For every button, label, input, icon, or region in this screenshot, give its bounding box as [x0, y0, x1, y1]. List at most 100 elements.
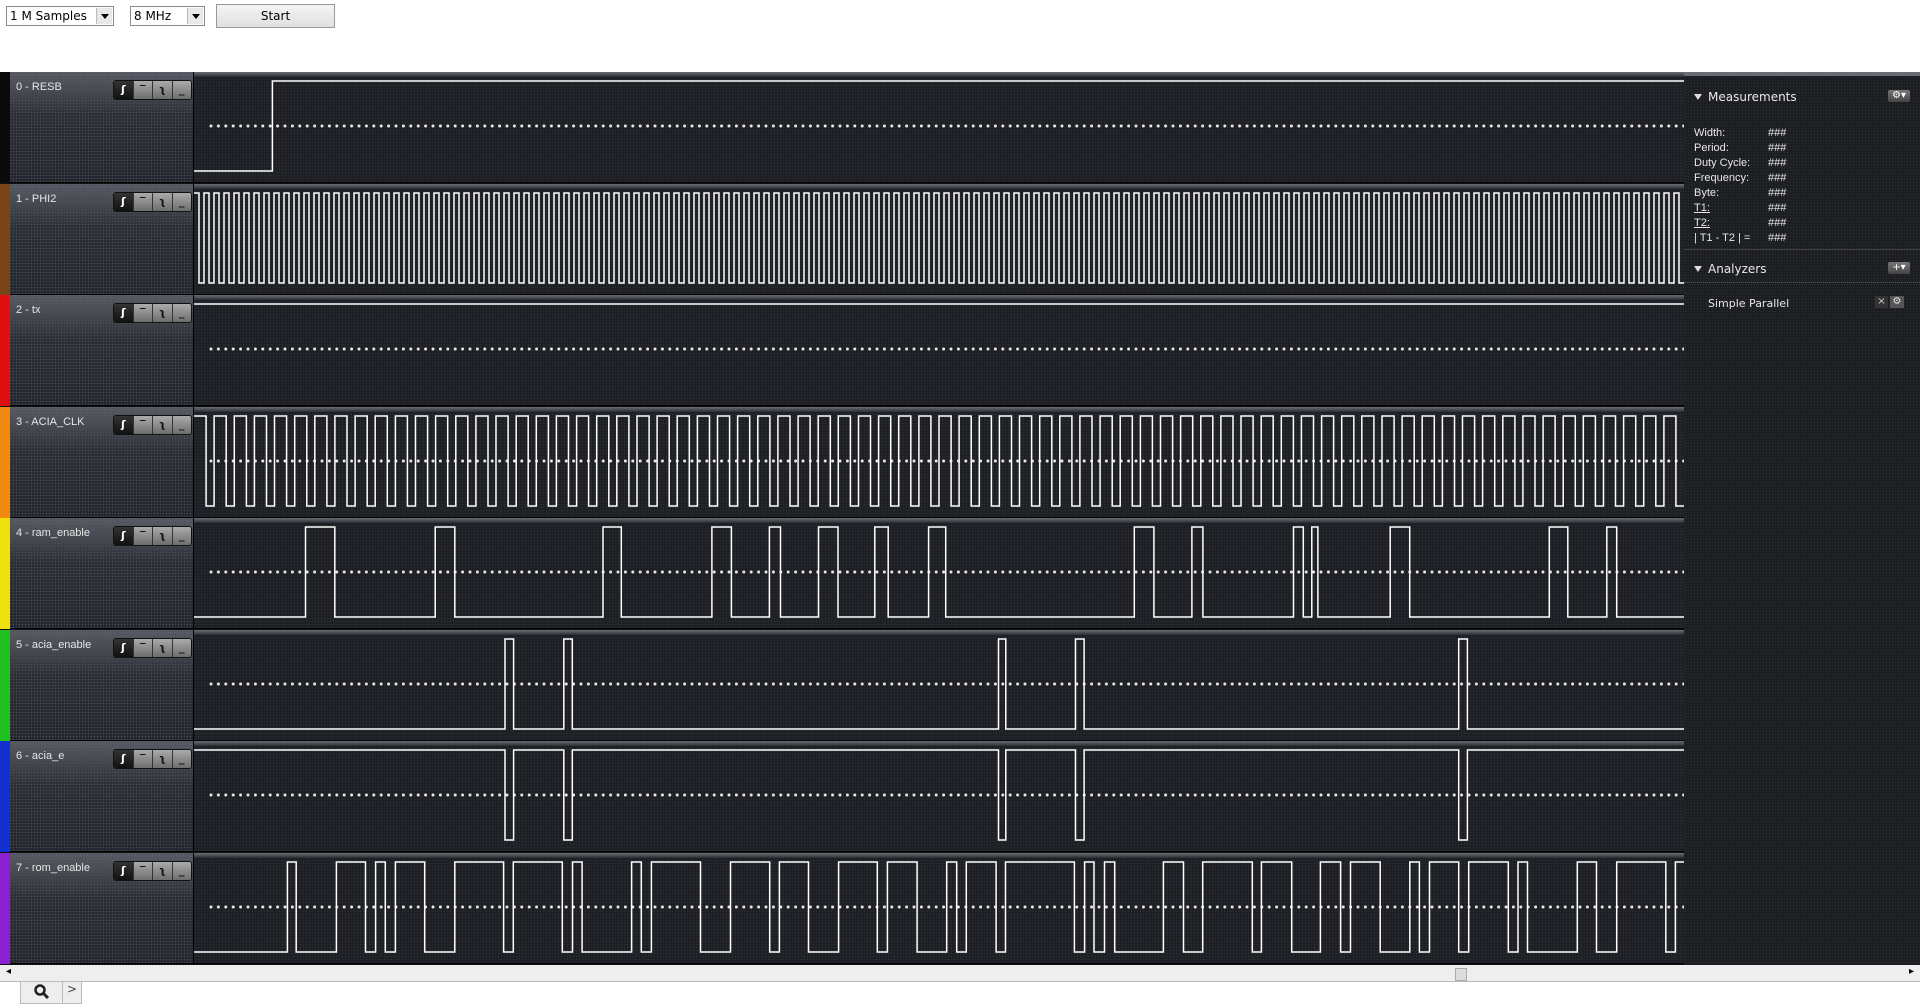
- trigger-buttons: ʃ ‾ ʅ _: [113, 637, 192, 658]
- trigger-low-icon[interactable]: _: [172, 861, 191, 880]
- channel-color-stripe: [0, 518, 10, 629]
- channel-label-panel[interactable]: 1 - PHI2 ʃ ‾ ʅ _: [0, 183, 193, 295]
- trigger-rising-edge-icon[interactable]: ʃ: [114, 192, 134, 211]
- channel-label-panel[interactable]: 7 - rom_enable ʃ ‾ ʅ _: [0, 852, 193, 964]
- chevron-down-icon[interactable]: [187, 8, 203, 24]
- trigger-falling-edge-icon[interactable]: ʅ: [153, 750, 173, 768]
- add-analyzer-icon[interactable]: +▾: [1888, 262, 1910, 274]
- trigger-low-icon[interactable]: _: [172, 527, 191, 545]
- trigger-falling-edge-icon[interactable]: ʅ: [153, 861, 173, 880]
- trigger-high-icon[interactable]: ‾: [133, 861, 153, 880]
- horizontal-scrollbar[interactable]: ◂ ▸: [0, 965, 1920, 982]
- side-panel: Measurements ⚙▾ Width:###Period:###Duty …: [1684, 72, 1920, 965]
- waveform-plot[interactable]: [193, 406, 1684, 518]
- channel-name[interactable]: 0 - RESB: [16, 81, 62, 93]
- waveform-plot[interactable]: [193, 518, 1684, 629]
- waveform-trace: [194, 80, 1684, 172]
- waveform-plot[interactable]: [193, 741, 1684, 852]
- channel-row: 7 - rom_enable ʃ ‾ ʅ _: [0, 852, 1684, 964]
- trigger-rising-edge-icon[interactable]: ʃ: [114, 81, 134, 99]
- measurement-key[interactable]: T1:: [1694, 202, 1710, 214]
- channel-name[interactable]: 6 - acia_e: [16, 750, 65, 762]
- trigger-high-icon[interactable]: ‾: [133, 527, 153, 545]
- channel-label-panel[interactable]: 2 - tx ʃ ‾ ʅ _: [0, 295, 193, 406]
- channel-list: 0 - RESB ʃ ‾ ʅ _ 1 - PHI2 ʃ ‾ ʅ _: [0, 72, 1684, 965]
- channel-label-panel[interactable]: 4 - ram_enable ʃ ‾ ʅ _: [0, 518, 193, 629]
- analyzer-item[interactable]: Simple Parallel × ⚙: [1708, 296, 1908, 310]
- channel-name[interactable]: 4 - ram_enable: [16, 527, 90, 539]
- trigger-rising-edge-icon[interactable]: ʃ: [114, 304, 134, 322]
- measurement-row: | T1 - T2 | =###: [1694, 231, 1786, 246]
- trigger-rising-edge-icon[interactable]: ʃ: [114, 638, 134, 657]
- channel-label-panel[interactable]: 6 - acia_e ʃ ‾ ʅ _: [0, 741, 193, 852]
- channel-color-stripe: [0, 295, 10, 406]
- measurement-key: Width:: [1694, 127, 1726, 139]
- trigger-high-icon[interactable]: ‾: [133, 304, 153, 322]
- trigger-low-icon[interactable]: _: [172, 192, 191, 211]
- trigger-rising-edge-icon[interactable]: ʃ: [114, 415, 134, 434]
- measurement-key: Duty Cycle:: [1694, 157, 1751, 169]
- waveform-plot[interactable]: [193, 183, 1684, 295]
- measurement-key: Frequency:: [1694, 172, 1750, 184]
- trigger-high-icon[interactable]: ‾: [133, 192, 153, 211]
- measurement-value: ###: [1768, 187, 1787, 199]
- trigger-buttons: ʃ ‾ ʅ _: [113, 526, 192, 546]
- trigger-low-icon[interactable]: _: [172, 750, 191, 768]
- trigger-falling-edge-icon[interactable]: ʅ: [153, 304, 173, 322]
- waveform-trace: [194, 414, 1684, 507]
- trigger-high-icon[interactable]: ‾: [133, 638, 153, 657]
- channel-name[interactable]: 3 - ACIA_CLK: [16, 415, 85, 428]
- channel-name[interactable]: 1 - PHI2: [16, 192, 57, 205]
- trigger-high-icon[interactable]: ‾: [133, 750, 153, 768]
- channel-name[interactable]: 2 - tx: [16, 304, 41, 316]
- waveform-plot[interactable]: [193, 295, 1684, 406]
- measurement-value: ###: [1768, 172, 1787, 184]
- waveform-plot[interactable]: [193, 72, 1684, 183]
- remove-analyzer-icon[interactable]: ×: [1875, 296, 1888, 308]
- samples-select[interactable]: 1 M Samples: [6, 6, 114, 26]
- measurement-key[interactable]: T2:: [1694, 217, 1710, 229]
- measurements-header[interactable]: Measurements: [1694, 90, 1797, 104]
- channel-color-stripe: [0, 183, 10, 295]
- channel-label-panel[interactable]: 0 - RESB ʃ ‾ ʅ _: [0, 72, 193, 183]
- channel-label-panel[interactable]: 3 - ACIA_CLK ʃ ‾ ʅ _: [0, 406, 193, 518]
- analyzer-label: Simple Parallel: [1708, 297, 1790, 310]
- trigger-low-icon[interactable]: _: [172, 81, 191, 99]
- scroll-left-icon[interactable]: ◂: [6, 966, 12, 977]
- analyzers-header[interactable]: Analyzers: [1694, 262, 1766, 276]
- chevron-down-icon[interactable]: [96, 8, 112, 24]
- trigger-falling-edge-icon[interactable]: ʅ: [153, 192, 173, 211]
- waveform-plot[interactable]: [193, 629, 1684, 741]
- trigger-high-icon[interactable]: ‾: [133, 415, 153, 434]
- trigger-rising-edge-icon[interactable]: ʃ: [114, 750, 134, 768]
- scrollbar-thumb[interactable]: [1455, 968, 1467, 981]
- trigger-low-icon[interactable]: _: [172, 304, 191, 322]
- scroll-right-icon[interactable]: ▸: [1908, 966, 1914, 977]
- waveform-plot[interactable]: [193, 852, 1684, 964]
- trigger-falling-edge-icon[interactable]: ʅ: [153, 638, 173, 657]
- channel-name[interactable]: 7 - rom_enable: [16, 861, 90, 874]
- trigger-rising-edge-icon[interactable]: ʃ: [114, 527, 134, 545]
- analyzer-settings-icon[interactable]: ⚙: [1890, 296, 1904, 308]
- trigger-falling-edge-icon[interactable]: ʅ: [153, 415, 173, 434]
- measurements-gear-icon[interactable]: ⚙▾: [1888, 90, 1910, 102]
- trigger-low-icon[interactable]: _: [172, 638, 191, 657]
- trigger-rising-edge-icon[interactable]: ʃ: [114, 861, 134, 880]
- trigger-falling-edge-icon[interactable]: ʅ: [153, 527, 173, 545]
- channel-color-stripe: [0, 741, 10, 852]
- waveform-trace: [194, 860, 1684, 953]
- start-button[interactable]: Start: [216, 4, 335, 28]
- waveform-trace: [194, 749, 1684, 841]
- trigger-high-icon[interactable]: ‾: [133, 81, 153, 99]
- sample-rate-select[interactable]: 8 MHz: [130, 6, 205, 26]
- measurement-row: Frequency: ###: [1694, 171, 1786, 186]
- measurement-value: ###: [1768, 127, 1787, 139]
- trigger-low-icon[interactable]: _: [172, 415, 191, 434]
- next-tab[interactable]: >: [62, 982, 82, 1004]
- measurement-value: ###: [1768, 202, 1787, 214]
- channel-row: 4 - ram_enable ʃ ‾ ʅ _: [0, 518, 1684, 629]
- channel-name[interactable]: 5 - acia_enable: [16, 638, 92, 651]
- channel-label-panel[interactable]: 5 - acia_enable ʃ ‾ ʅ _: [0, 629, 193, 741]
- search-tab[interactable]: [20, 982, 64, 1004]
- trigger-falling-edge-icon[interactable]: ʅ: [153, 81, 173, 99]
